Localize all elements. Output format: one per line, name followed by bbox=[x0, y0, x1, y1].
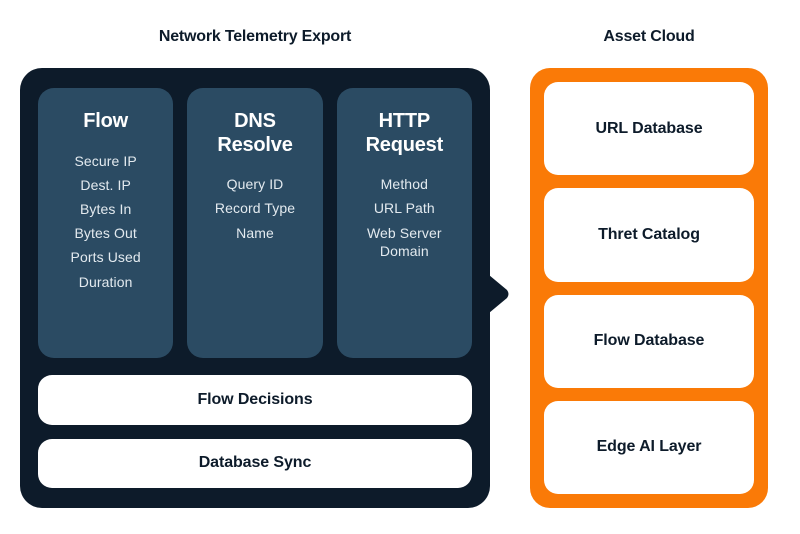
field-item: Dest. IP bbox=[80, 176, 131, 193]
field-item: Ports Used bbox=[70, 249, 141, 266]
field-card-flow[interactable]: Flow Secure IP Dest. IP Bytes In Bytes O… bbox=[38, 88, 174, 358]
action-bar-group: Flow Decisions Database Sync bbox=[38, 375, 472, 488]
field-item: Duration bbox=[78, 273, 133, 290]
action-bar-flow-decisions[interactable]: Flow Decisions bbox=[38, 375, 472, 425]
asset-card-url-database[interactable]: URL Database bbox=[544, 82, 754, 176]
field-item-list: Method URL Path Web Server Domain bbox=[345, 175, 464, 260]
field-item: Record Type bbox=[214, 200, 296, 217]
asset-cloud-title: Asset Cloud bbox=[603, 28, 695, 45]
arrow-right-icon bbox=[489, 275, 509, 313]
asset-cloud-panel: URL Database Thret Catalog Flow Database… bbox=[530, 68, 768, 508]
asset-card-thret-catalog[interactable]: Thret Catalog bbox=[544, 188, 754, 282]
field-item: URL Path bbox=[373, 200, 435, 217]
field-card-group: Flow Secure IP Dest. IP Bytes In Bytes O… bbox=[38, 88, 472, 358]
network-telemetry-export-title: Network Telemetry Export bbox=[158, 28, 352, 45]
asset-card-edge-ai-layer[interactable]: Edge AI Layer bbox=[544, 400, 754, 494]
field-card-title: HTTP Request bbox=[365, 110, 444, 156]
field-item: Web Server Domain bbox=[366, 224, 442, 259]
field-item: Secure IP bbox=[74, 152, 137, 169]
field-item-list: Query ID Record Type Name bbox=[215, 175, 295, 242]
field-item: Bytes In bbox=[79, 200, 132, 217]
field-item-list: Secure IP Dest. IP Bytes In Bytes Out Po… bbox=[71, 152, 141, 291]
action-bar-database-sync[interactable]: Database Sync bbox=[38, 438, 472, 488]
field-item: Bytes Out bbox=[74, 225, 137, 242]
field-card-title: DNS Resolve bbox=[217, 110, 293, 156]
network-telemetry-export-panel: Flow Secure IP Dest. IP Bytes In Bytes O… bbox=[20, 68, 490, 508]
field-item: Name bbox=[236, 224, 274, 241]
field-item: Method bbox=[380, 176, 428, 193]
field-card-dns-resolve[interactable]: DNS Resolve Query ID Record Type Name bbox=[187, 88, 323, 358]
field-item: Query ID bbox=[226, 176, 284, 193]
asset-card-flow-database[interactable]: Flow Database bbox=[544, 294, 754, 388]
field-card-http-request[interactable]: HTTP Request Method URL Path Web Server … bbox=[336, 88, 472, 358]
field-card-title: Flow bbox=[83, 110, 129, 132]
